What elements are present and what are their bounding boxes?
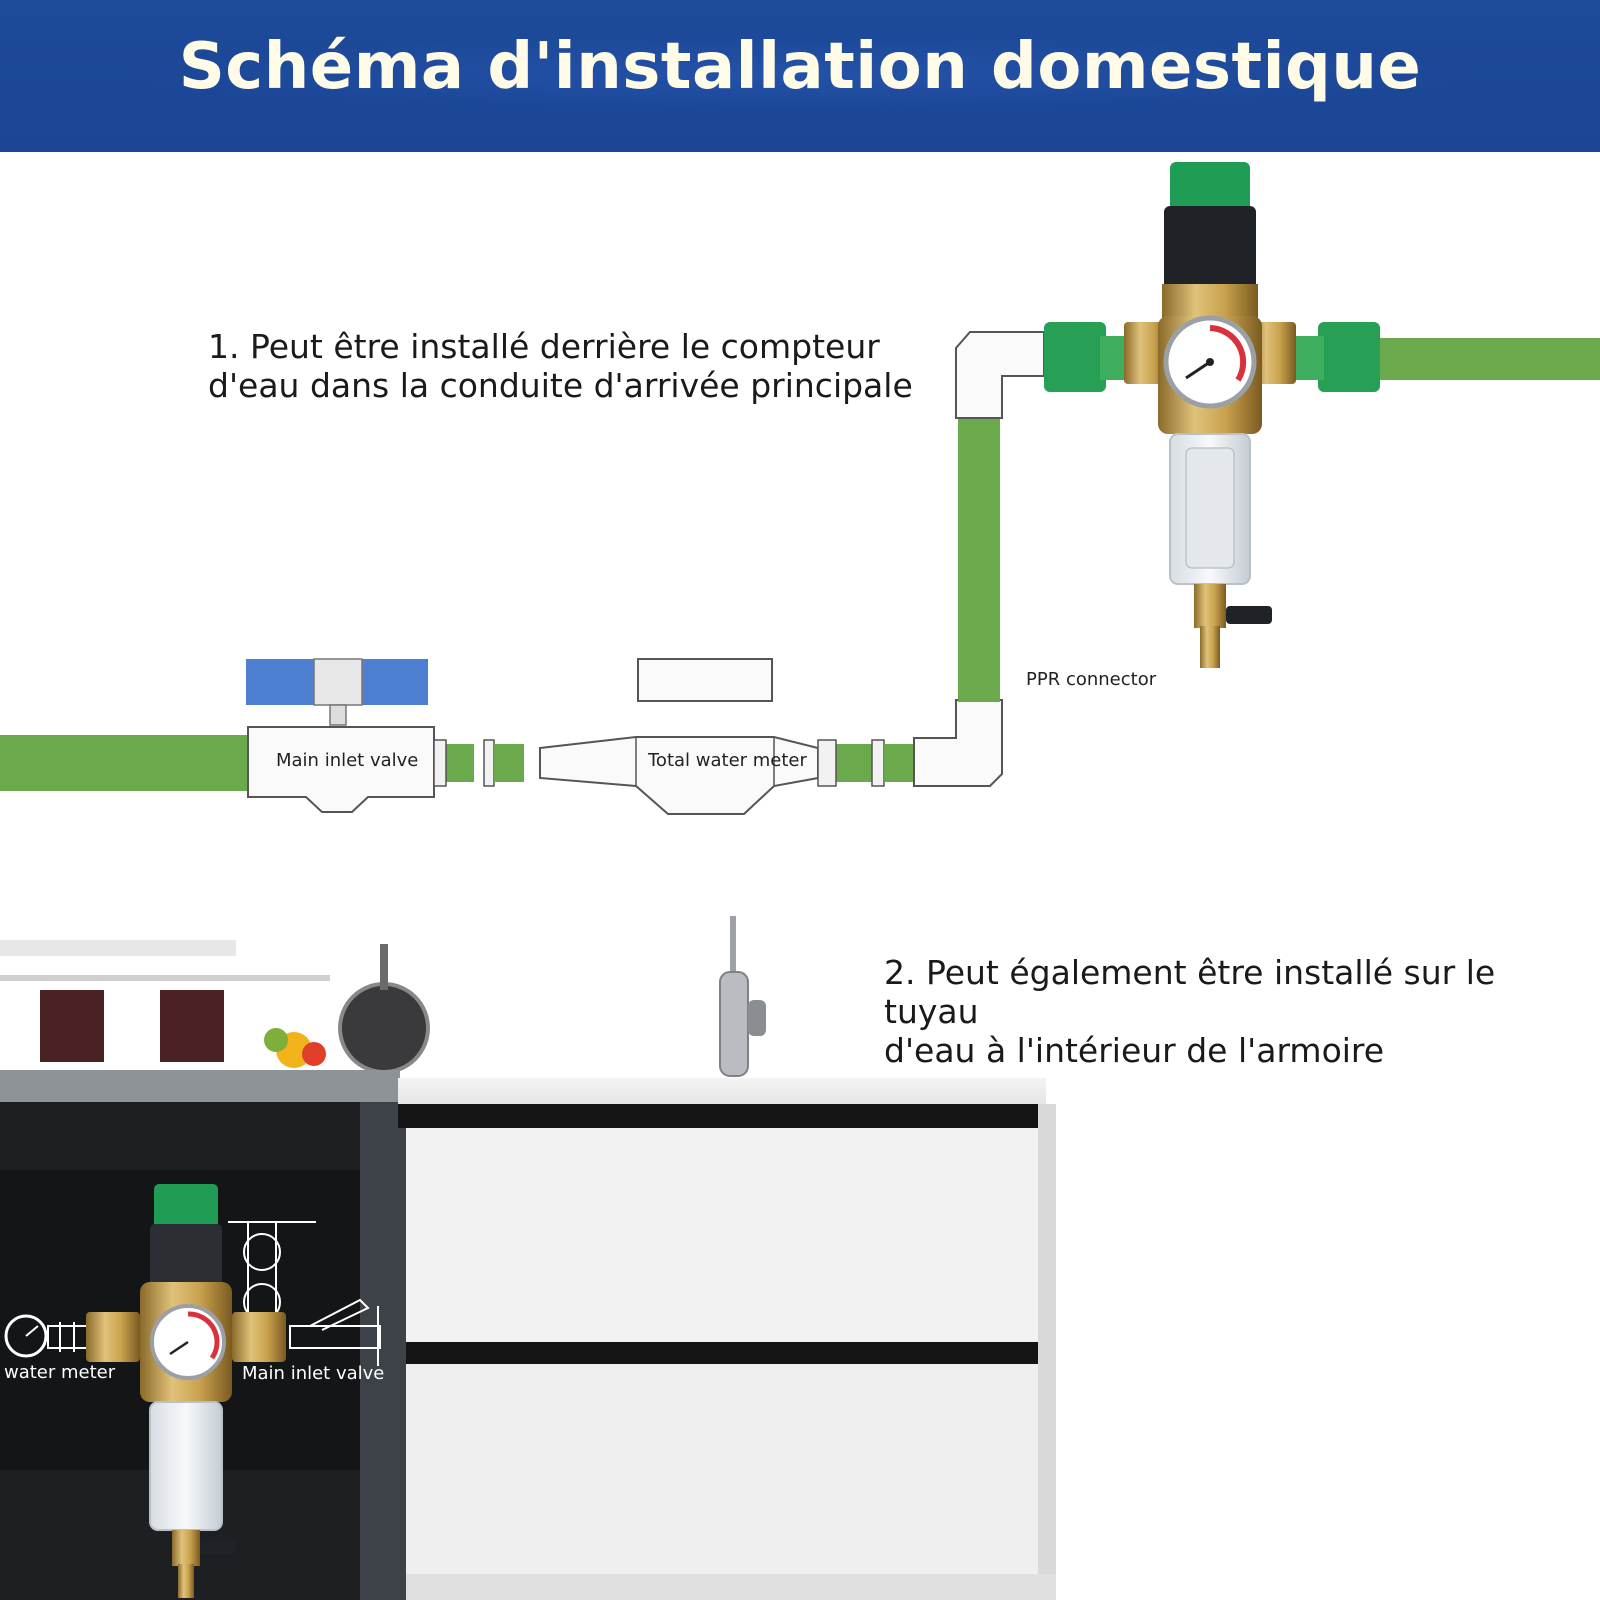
- gauge-needle: [169, 1340, 189, 1356]
- valve-lever-icon: [309, 1298, 370, 1331]
- faucet-neck: [730, 916, 736, 976]
- adjuster-cap: [1170, 162, 1250, 212]
- water-meter-dial-icon: [4, 1314, 48, 1358]
- fruit: [302, 1042, 326, 1066]
- coupler: [483, 739, 495, 787]
- floor-shadow: [406, 1574, 1056, 1600]
- banner-glow: [120, 34, 1480, 114]
- total-water-meter: [539, 658, 819, 815]
- gauge-red-zone: [1209, 325, 1247, 382]
- drain-handle: [1226, 606, 1272, 624]
- pan: [338, 982, 430, 1074]
- adjuster-cap: [154, 1184, 218, 1228]
- cabinet-side: [1038, 1104, 1056, 1574]
- main-inlet-valve: [246, 658, 435, 813]
- brass-bonnet: [1162, 284, 1258, 318]
- faucet-body: [719, 971, 749, 1077]
- pipe-segment: [1294, 336, 1324, 380]
- filter-screen: [1185, 447, 1235, 569]
- inlet-pipe: [0, 735, 248, 791]
- cabinet-inset: [4, 1221, 381, 1366]
- drain-valve: [1194, 584, 1226, 628]
- pipe-segment: [836, 744, 872, 782]
- label-ppr-connector: PPR connector: [1026, 669, 1157, 690]
- riser-pipe: [958, 416, 1000, 702]
- label-total-water-meter: Total water meter: [648, 750, 807, 771]
- ppr-connector-left: [1044, 322, 1106, 392]
- coupler: [433, 739, 447, 787]
- faucet-lever: [748, 1000, 766, 1036]
- brass-inlet-nut: [86, 1312, 140, 1362]
- pan-handle: [380, 944, 388, 990]
- counter-edge: [398, 1104, 1046, 1128]
- wall-shelf: [0, 940, 236, 956]
- adjuster-body: [1164, 206, 1256, 292]
- drain-handle: [200, 1540, 236, 1554]
- drawer-gap: [406, 1342, 1038, 1364]
- gauge-needle: [1185, 360, 1211, 380]
- cabinet-shadow: [360, 1102, 406, 1600]
- white-cabinet-lower: [406, 1364, 1038, 1574]
- label-cabinet-water-meter: water meter: [4, 1362, 116, 1383]
- spin-down-filter-inset: [86, 1184, 286, 1598]
- page-title: Schéma d'installation domestique: [178, 30, 1422, 104]
- title-banner: Schéma d'installation domestique: [0, 0, 1600, 152]
- fruit: [264, 1028, 288, 1052]
- outlet-pipe: [1380, 338, 1600, 380]
- pipe-segment: [494, 744, 524, 782]
- label-main-inlet-valve: Main inlet valve: [276, 750, 419, 771]
- lower-elbow-fitting: [913, 699, 1003, 787]
- spin-down-filter: [1124, 162, 1296, 668]
- brass-outlet-nut: [232, 1312, 286, 1362]
- towel: [160, 990, 224, 1062]
- label-cabinet-main-inlet-valve: Main inlet valve: [242, 1363, 385, 1384]
- white-cabinet-upper: [406, 1128, 1038, 1342]
- drain-spout: [178, 1564, 194, 1598]
- installation-step-1: 1. Peut être installé derrière le compte…: [208, 327, 913, 405]
- pipe-segment: [446, 744, 474, 782]
- valve-wheel-icon: [243, 1233, 281, 1271]
- inset-pipe: [289, 1325, 381, 1349]
- rail: [0, 975, 330, 981]
- installation-step-2: 2. Peut également être installé sur le t…: [884, 953, 1496, 1070]
- pipeline: [0, 322, 1600, 815]
- counter-top-left: [0, 1070, 400, 1102]
- upper-elbow-fitting: [955, 331, 1045, 419]
- filter-bowl: [149, 1401, 223, 1531]
- counter-top: [398, 1078, 1046, 1104]
- towel: [40, 990, 104, 1062]
- gauge-red-zone: [187, 1311, 220, 1360]
- drain-spout: [1200, 626, 1220, 668]
- pipe-segment: [884, 744, 914, 782]
- drain-valve: [172, 1530, 200, 1566]
- coupler: [817, 739, 837, 787]
- kitchen-scene: [0, 916, 1056, 1600]
- coupler: [871, 739, 885, 787]
- ppr-connector-right: [1318, 322, 1380, 392]
- adjuster-body: [150, 1224, 222, 1286]
